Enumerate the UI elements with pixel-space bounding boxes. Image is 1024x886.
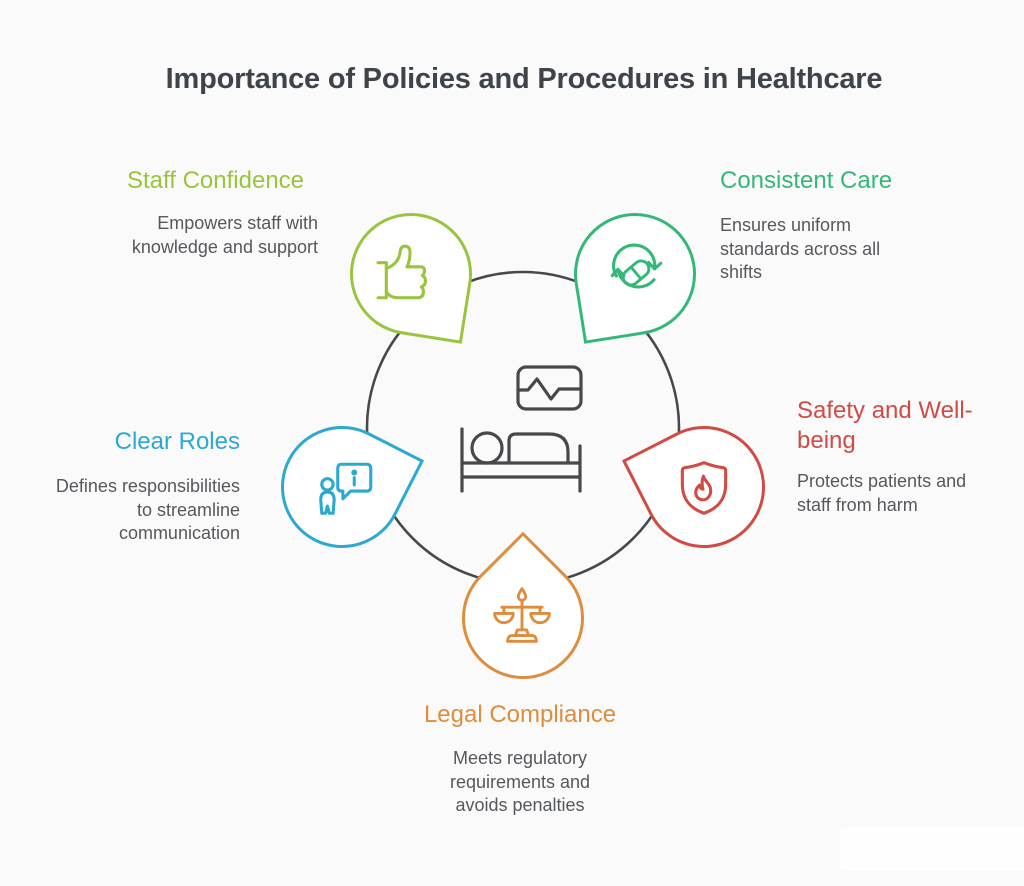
node-label-staff-confidence: Staff Confidence <box>127 167 305 194</box>
node-desc-consistent-care: Ensures uniform standards across all shi… <box>720 215 881 282</box>
heart-monitor-icon <box>516 365 583 411</box>
node-label-legal-compliance: Legal Compliance <box>423 701 617 728</box>
person-info-icon <box>313 456 379 522</box>
node-label-consistent-care: Consistent Care <box>720 167 893 194</box>
node-label-clear-roles: Clear Roles <box>114 428 240 455</box>
node-desc-staff-confidence: Empowers staff with knowledge and suppor… <box>131 213 318 257</box>
scales-of-justice-icon <box>489 583 555 649</box>
node-desc-clear-roles: Defines responsibilities to streamline c… <box>55 476 240 543</box>
page-title: Importance of Policies and Procedures in… <box>165 63 883 95</box>
thumbs-up-icon <box>376 240 442 306</box>
hospital-bed-icon <box>460 427 582 493</box>
watermark-area <box>840 827 1024 871</box>
node-desc-legal-compliance: Meets regulatory requirements and avoids… <box>449 748 591 815</box>
node-desc-safety-well-being: Protects patients and staff from harm <box>797 471 967 515</box>
pill-sync-icon <box>603 240 669 306</box>
node-label-safety-well-being: Safety and Well-being <box>797 397 973 454</box>
shield-flame-icon <box>671 455 737 521</box>
